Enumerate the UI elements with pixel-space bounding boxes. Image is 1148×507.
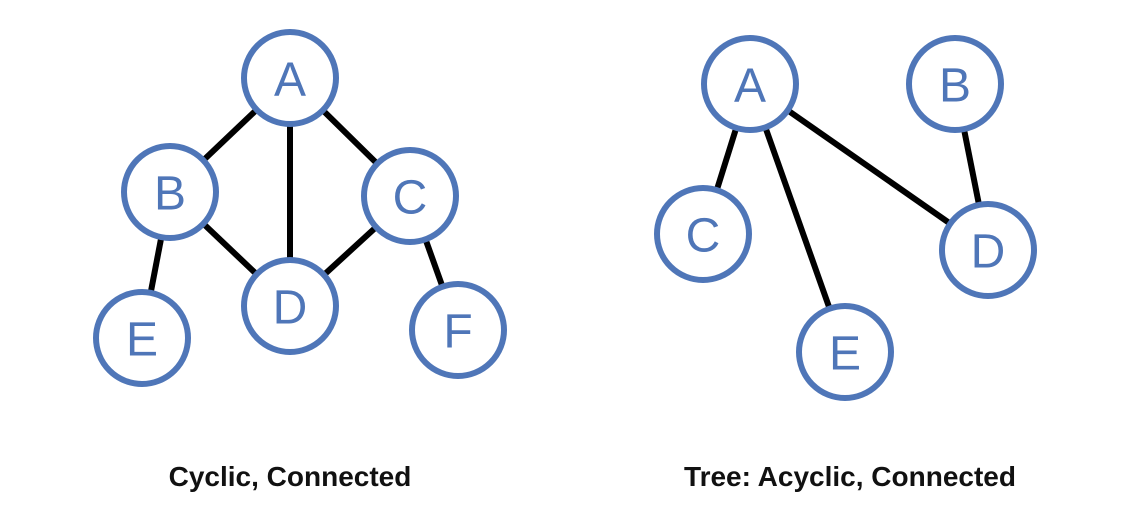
- node-label: C: [393, 172, 428, 225]
- node-circle: [701, 35, 799, 133]
- node-label: B: [939, 60, 971, 113]
- node-c: C: [654, 185, 752, 283]
- node-d: D: [939, 201, 1037, 299]
- caption-cyclic-connected: Cyclic, Connected: [168, 461, 412, 492]
- node-circle: [654, 185, 752, 283]
- node-label: B: [154, 168, 186, 221]
- node-circle: [241, 29, 339, 127]
- node-e: E: [796, 303, 894, 401]
- node-circle: [906, 35, 1004, 133]
- node-circle: [241, 257, 339, 355]
- node-label: D: [273, 282, 308, 335]
- node-circle: [93, 289, 191, 387]
- node-circle: [409, 281, 507, 379]
- cyclic-connected-graph: A B C D E F: [93, 29, 507, 387]
- node-f: F: [409, 281, 507, 379]
- node-b: B: [906, 35, 1004, 133]
- node-label: A: [274, 54, 306, 107]
- caption-tree-acyclic-connected: Tree: Acyclic, Connected: [684, 461, 1016, 492]
- node-label: F: [443, 306, 472, 359]
- node-e: E: [93, 289, 191, 387]
- node-a: A: [241, 29, 339, 127]
- node-b: B: [121, 143, 219, 241]
- node-circle: [121, 143, 219, 241]
- node-circle: [361, 147, 459, 245]
- node-label: E: [829, 328, 861, 381]
- node-label: E: [126, 314, 158, 367]
- node-d: D: [241, 257, 339, 355]
- node-label: A: [734, 60, 766, 113]
- node-c: C: [361, 147, 459, 245]
- node-circle: [939, 201, 1037, 299]
- node-label: C: [686, 210, 721, 263]
- tree-graph: A B C D E: [654, 35, 1037, 401]
- node-label: D: [971, 226, 1006, 279]
- node-a: A: [701, 35, 799, 133]
- node-circle: [796, 303, 894, 401]
